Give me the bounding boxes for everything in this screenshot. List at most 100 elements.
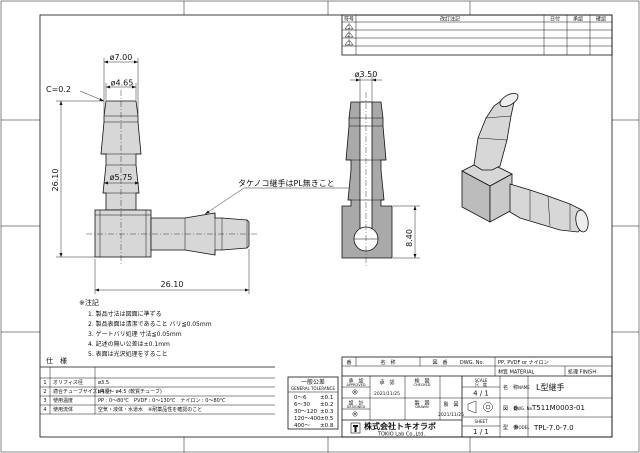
spec-no: 1	[43, 380, 46, 386]
dim-diameter-7: ø7.00	[110, 53, 133, 62]
spec-table: 仕 様 1 オリフィス径 ø3.5 2 適合チューブサイズ(内径) ø4.0〜 …	[40, 356, 275, 415]
callout-no-parting-line: タケノコ継手はPL無きこと	[238, 178, 335, 188]
tb-material-label: 材質 MATERIAL	[498, 369, 535, 376]
tb-scale-label: SCALE	[475, 378, 488, 383]
rev-symbol-1: 1	[348, 25, 351, 30]
tb-drawn-en: DRAWN	[415, 405, 429, 409]
revision-triangle-icon	[344, 39, 354, 46]
tb-sheet-value: 1 / 1	[473, 428, 489, 436]
tolerance-range: 30〜120	[294, 409, 317, 415]
company-logo-icon	[350, 422, 361, 434]
spec-value: 空気・液体・水道水 ※耐薬品性を確認のこと	[98, 406, 202, 413]
tolerance-range: 120〜400	[294, 416, 321, 422]
dim-chamfer: C=0.2	[46, 85, 71, 94]
front-view: ø7.00 ø4.65 C=0.2 ø5.75 26.10 26.10	[46, 53, 352, 294]
spec-label: オリフィス径	[53, 379, 83, 386]
dim-orifice-3-50: ø3.50	[355, 70, 378, 79]
tb-designed: 設 計	[348, 400, 363, 407]
tb-material-value: PP, PVDF or ナイロン	[498, 360, 549, 366]
front-view-body	[94, 209, 152, 258]
tb-surface-label: 処理 FINISH	[568, 369, 596, 376]
tb-date-2: 2021/11/25	[438, 412, 464, 418]
tolerance-range: 0〜6	[294, 395, 307, 401]
tb-model-value: TPL-7.0-7.0	[533, 424, 574, 432]
tolerance-value: ±0.3	[320, 409, 334, 415]
note-item: 3. ゲートバリ処理 寸法≦0.05mm	[88, 330, 182, 338]
rev-symbol-2: 2	[348, 33, 351, 38]
tb-approved-2: 承 認	[379, 379, 394, 386]
dim-height-8-40: 8.40	[405, 229, 414, 247]
tb-company: 株式会社トキオラボ	[364, 421, 436, 431]
tb-col-drawing: 図 番	[432, 359, 447, 366]
first-angle-projection-icon	[467, 400, 493, 414]
tb-checked: 検 図	[414, 378, 429, 385]
tb-name-en: NAME	[518, 385, 530, 390]
tb-scale-value: 4 / 1	[473, 390, 489, 398]
tb-scale-jp: 尺 度	[475, 381, 487, 387]
tolerance-range: 400〜	[294, 423, 310, 429]
tb-designed-en: DESIGNED	[347, 405, 366, 409]
note-item: 5. 表面は光沢処理をすること	[88, 350, 168, 358]
tb-drawn: 製 図	[414, 400, 429, 407]
rev-header-content: 改訂注記	[440, 16, 460, 23]
rev-symbol-3: 3	[348, 41, 351, 46]
tb-drawn-2: 製 図	[443, 401, 458, 408]
tolerance-subtitle: GENERAL TOLERANCE	[291, 386, 335, 391]
rev-header-checked: 確認	[596, 16, 606, 23]
tb-model-label: 型 番	[503, 424, 518, 431]
note-item: 1. 製品寸法は図面に準ずる	[88, 310, 162, 318]
tb-company-en: TOKIO Lab Co.,Ltd.	[377, 432, 425, 438]
tb-approved: 承 認	[348, 378, 363, 385]
tolerance-value: ±0.1	[320, 395, 333, 401]
tb-name-value: L型継手	[536, 382, 564, 392]
tb-dwg-no-label: DWG. No.	[460, 360, 485, 366]
note-item: 4. 記述の無い公差は±0.1mm	[88, 340, 170, 348]
tb-sheet-label: SHEET	[474, 419, 488, 424]
spec-label: 使用流体	[53, 406, 73, 413]
dim-width-26-10: 26.10	[161, 280, 184, 289]
tb-dwg-en: DWG. No.	[514, 406, 533, 411]
dim-height-26-10: 26.10	[51, 169, 60, 192]
tolerance-value: ±0.2	[320, 402, 333, 408]
spec-no: 3	[43, 398, 46, 404]
spec-value: ø4.0〜 ø4.5 (軟質チューブ)	[98, 388, 162, 395]
title-block: 番 名 称 図 番 DWG. No. PP, PVDF or ナイロン 材質 M…	[341, 356, 613, 438]
rev-header-symbol: 符号	[344, 16, 354, 23]
dim-diameter-4-65: ø4.65	[111, 79, 134, 88]
tb-name-label: 名 称	[503, 384, 518, 391]
tolerance-value: ±0.5	[320, 416, 334, 422]
tb-approved-en: APPROVED	[346, 383, 365, 387]
isometric-view	[461, 92, 589, 233]
note-item: 2. 製品表面は清潔であること バリ≦0.05mm	[88, 320, 212, 328]
section-view: ø3.50 8.40	[341, 70, 420, 266]
tb-date-1: 2021/11/25	[374, 391, 400, 397]
spec-value: PP : 0〜80℃ PVDF : 0〜130℃ ナイロン : 0〜80℃	[98, 398, 226, 404]
notes-title: ※注記	[79, 298, 99, 307]
tb-model-en: MODEL	[515, 425, 530, 430]
spec-label: 使用温度	[53, 397, 73, 404]
tolerance-value: ±0.8	[320, 423, 334, 429]
tolerance-range: 6〜30	[294, 402, 310, 408]
tolerance-title: 一般公差	[301, 378, 325, 386]
tb-dwg-value: T511M0003-01	[531, 404, 585, 412]
spec-title: 仕 様	[46, 356, 67, 365]
spec-value: ø3.5	[98, 380, 109, 386]
spec-no: 2	[43, 389, 46, 395]
spec-label: 適合チューブサイズ(内径)	[53, 388, 112, 395]
tb-checked-en: CHECKED	[414, 383, 431, 387]
rev-header-approved: 承認	[573, 16, 583, 23]
spec-no: 4	[43, 407, 46, 413]
rev-header-date: 日付	[550, 16, 560, 23]
revision-table: 符号 改訂注記 日付 承認 確認 1 2 3	[341, 14, 613, 56]
revision-triangle-icon	[344, 31, 354, 38]
tb-dwg-label: 図 番	[503, 405, 518, 412]
notes: ※注記 1. 製品寸法は図面に準ずる 2. 製品表面は清潔であること バリ≦0.…	[79, 298, 212, 358]
tb-col-name: 名 称	[380, 359, 395, 366]
dim-diameter-5-75: ø5.75	[110, 173, 133, 182]
tb-col-no: 番	[346, 359, 351, 366]
revision-triangle-icon	[344, 23, 354, 30]
projection-symbol-icon	[352, 389, 358, 417]
